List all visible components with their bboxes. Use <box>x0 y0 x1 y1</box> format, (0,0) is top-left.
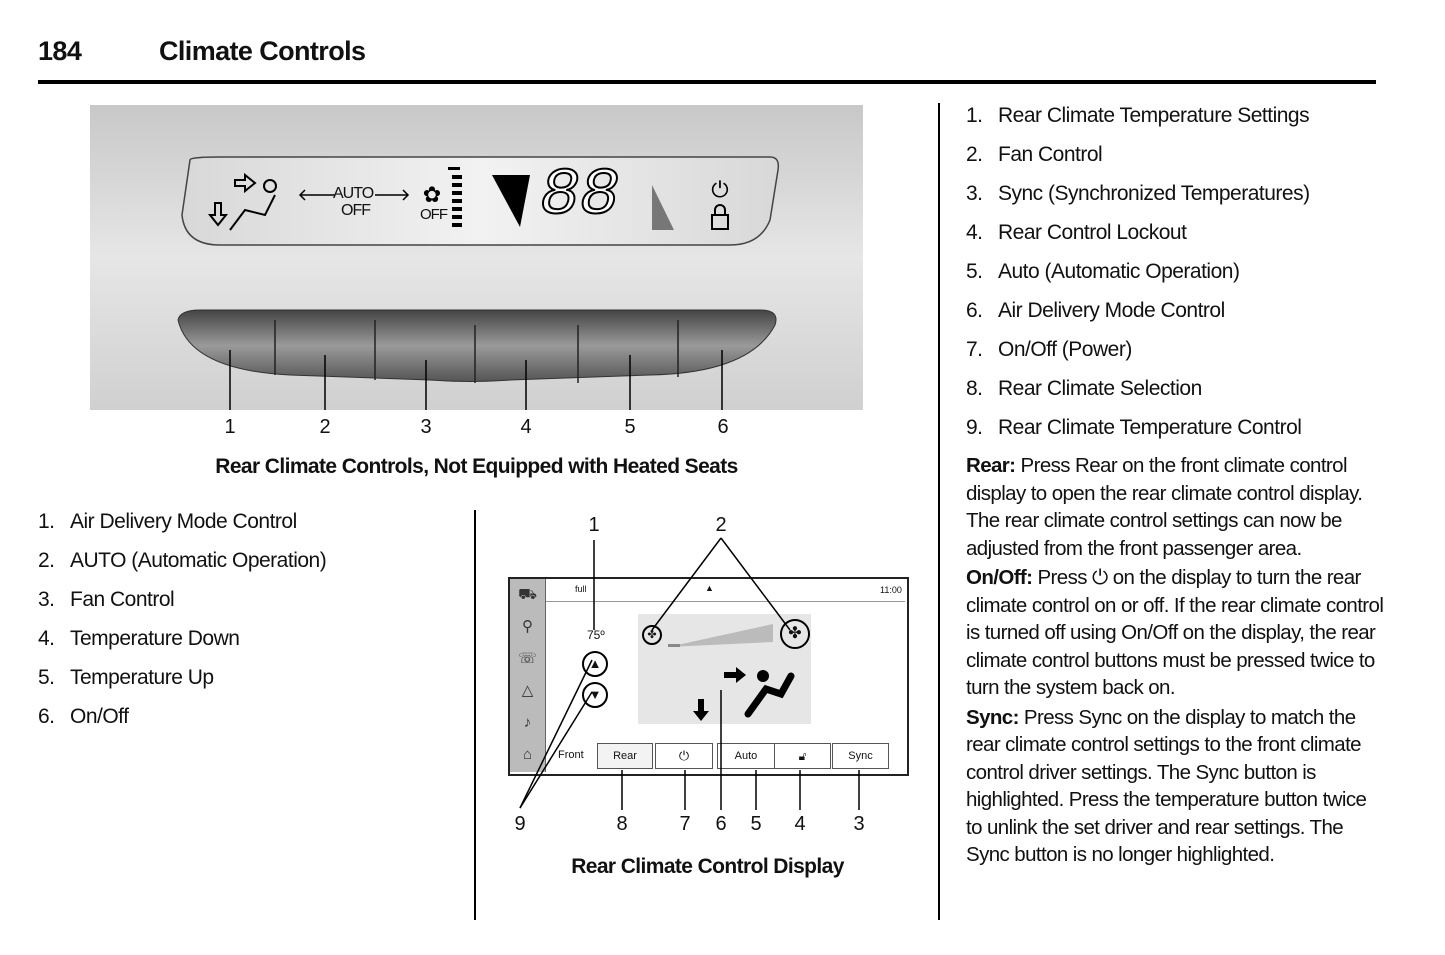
auto-label: AUTO <box>333 185 374 202</box>
list-item: 7.On/Off (Power) <box>966 337 1132 361</box>
fan-high-button[interactable]: ✤ <box>780 619 810 649</box>
list-item: 1.Air Delivery Mode Control <box>38 509 297 533</box>
airflow-panel <box>638 614 811 724</box>
callout: 3 <box>853 813 865 835</box>
list-item: 6.Air Delivery Mode Control <box>966 298 1225 322</box>
page-title: Climate Controls <box>159 36 366 66</box>
callout-lines <box>519 537 860 810</box>
power-icon: ⏻ <box>1091 566 1108 589</box>
list-item: 2.AUTO (Automatic Operation) <box>38 548 327 572</box>
callout: 6 <box>717 416 729 438</box>
sync-paragraph: Sync: Press Sync on the display to match… <box>966 705 1367 867</box>
list-item: 2.Fan Control <box>966 142 1103 166</box>
onoff-paragraph: On/Off: Press ⏻ on the display to turn t… <box>966 566 1384 699</box>
callout: 3 <box>420 416 432 438</box>
list-item: 4.Rear Control Lockout <box>966 220 1187 244</box>
figure-caption: Rear Climate Control Display <box>571 855 844 878</box>
lock-button[interactable]: 🔓︎ <box>774 743 831 769</box>
signal-status: full <box>575 584 587 594</box>
callout: 2 <box>319 416 331 438</box>
temperature-digits: 88 <box>539 158 620 233</box>
side-nav: ⛟⚲☏△♪⌂ <box>510 579 546 772</box>
list-item: 6.On/Off <box>38 704 129 728</box>
column-divider <box>938 103 940 920</box>
callout: 5 <box>750 813 762 835</box>
callout: 1 <box>588 514 600 536</box>
list-item: 9.Rear Climate Temperature Control <box>966 415 1302 439</box>
off-label: OFF <box>341 202 371 219</box>
list-item: 5.Temperature Up <box>38 665 214 689</box>
air-delivery-icon <box>207 172 277 231</box>
rear-climate-display-illustration: ⛟⚲☏△♪⌂ full ▲ 11:00 75º ▲ ▼ ✤ ✤ Front Re… <box>508 577 909 776</box>
callout: 4 <box>520 416 532 438</box>
list-item: 3.Fan Control <box>38 587 175 611</box>
power-icon: ⏻ <box>711 177 728 202</box>
description-text: Rear: Press Rear on the front climate co… <box>966 452 1386 871</box>
temp-up-icon <box>652 185 674 230</box>
callout: 2 <box>715 514 727 536</box>
page-number: 184 <box>38 36 82 66</box>
right-legend-list: 1.Rear Climate Temperature Settings 2.Fa… <box>966 96 1386 447</box>
list-item: 1.Rear Climate Temperature Settings <box>966 103 1310 127</box>
fan-off-label: OFF <box>420 206 448 223</box>
left-legend-list: 1.Air Delivery Mode Control 2.AUTO (Auto… <box>38 502 458 736</box>
column-divider <box>474 510 476 920</box>
fan-icon: ✿ <box>423 182 441 207</box>
power-button[interactable]: ⏻ <box>655 743 713 769</box>
clock: 11:00 <box>880 585 902 595</box>
callout: 9 <box>514 813 526 835</box>
front-button[interactable]: Front <box>558 749 584 761</box>
header-rule <box>38 80 1376 84</box>
callout: 7 <box>679 813 691 835</box>
callout: 1 <box>224 416 236 438</box>
figure-caption: Rear Climate Controls, Not Equipped with… <box>215 455 738 478</box>
callout: 4 <box>794 813 806 835</box>
callout: 6 <box>715 813 727 835</box>
rear-paragraph: Rear: Press Rear on the front climate co… <box>966 454 1363 560</box>
fan-low-button[interactable]: ✤ <box>642 625 662 645</box>
lock-icon <box>711 204 729 230</box>
list-item: 4.Temperature Down <box>38 626 240 650</box>
temperature-readout: 75º <box>587 628 605 642</box>
rear-button[interactable]: Rear <box>597 743 653 769</box>
callout: 5 <box>624 416 636 438</box>
eject-icon: ▲ <box>705 583 714 593</box>
rear-climate-controls-illustration: ✿ ⏻ AUTO OFF OFF 88 <box>90 105 863 410</box>
sync-button[interactable]: Sync <box>832 743 889 769</box>
list-item: 3.Sync (Synchronized Temperatures) <box>966 181 1310 205</box>
callout: 8 <box>616 813 628 835</box>
list-item: 8.Rear Climate Selection <box>966 376 1202 400</box>
list-item: 5.Auto (Automatic Operation) <box>966 259 1240 283</box>
temp-up-button[interactable]: ▲ <box>582 651 608 677</box>
temp-down-button[interactable]: ▼ <box>582 682 608 708</box>
temp-down-icon <box>492 175 530 227</box>
